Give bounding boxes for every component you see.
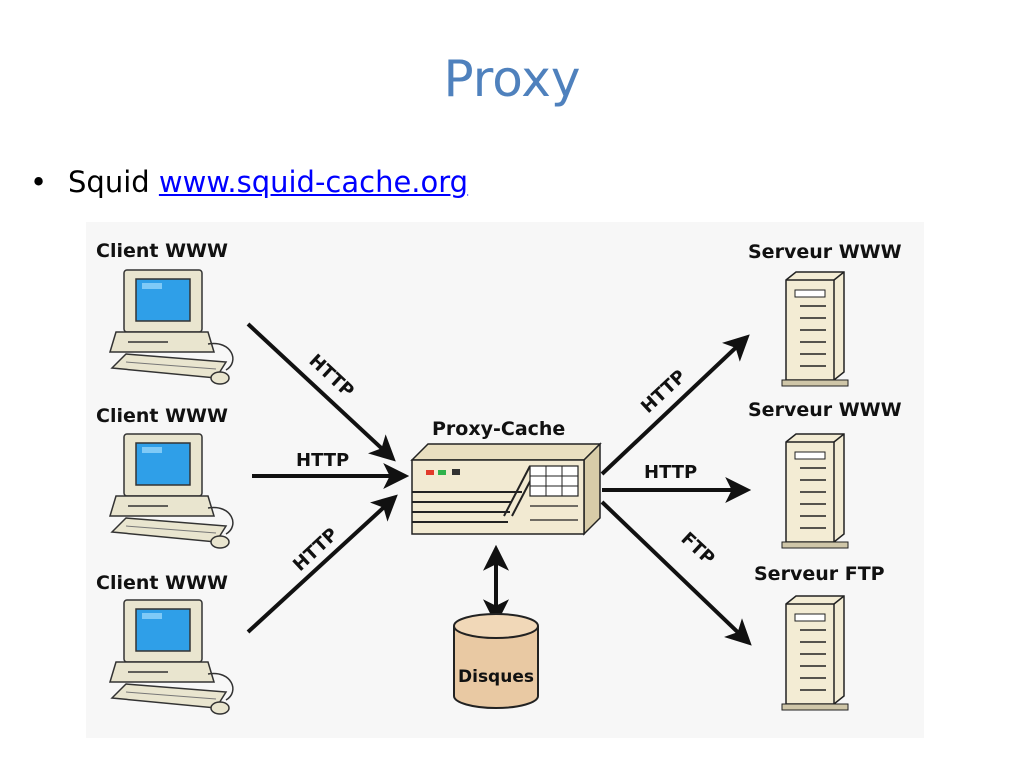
arrow-server-bottom xyxy=(600,500,752,646)
server-tower-icon xyxy=(781,433,849,549)
client-label: Client WWW xyxy=(96,240,228,262)
server-label: Serveur WWW xyxy=(748,241,902,263)
arrow-client-top xyxy=(246,322,396,462)
slide-title: Proxy xyxy=(443,50,581,108)
server-label: Serveur WWW xyxy=(748,399,902,421)
client-label: Client WWW xyxy=(96,405,228,427)
disk-cylinder-icon xyxy=(453,613,539,709)
bullet-text: Squid xyxy=(68,165,150,199)
squid-link[interactable]: www.squid-cache.org xyxy=(158,165,469,199)
server-tower-icon xyxy=(781,595,849,711)
server-tower-icon xyxy=(781,271,849,387)
proxy-server-icon xyxy=(410,442,602,536)
arrow-client-bottom xyxy=(246,494,398,634)
disk-label: Disques xyxy=(458,667,534,687)
client-label: Client WWW xyxy=(96,572,228,594)
proxy-label: Proxy-Cache xyxy=(432,418,565,440)
proxy-diagram: Client WWW Client WWW Client WWW HTTP HT… xyxy=(86,222,924,738)
bullet-item: • Squid www.squid-cache.org xyxy=(30,160,468,204)
protocol-label-client-mid: HTTP xyxy=(296,450,349,471)
bullet-icon: • xyxy=(30,165,48,199)
server-label: Serveur FTP xyxy=(754,563,885,585)
arrow-server-top xyxy=(600,334,750,476)
protocol-label-server-mid: HTTP xyxy=(644,462,697,483)
